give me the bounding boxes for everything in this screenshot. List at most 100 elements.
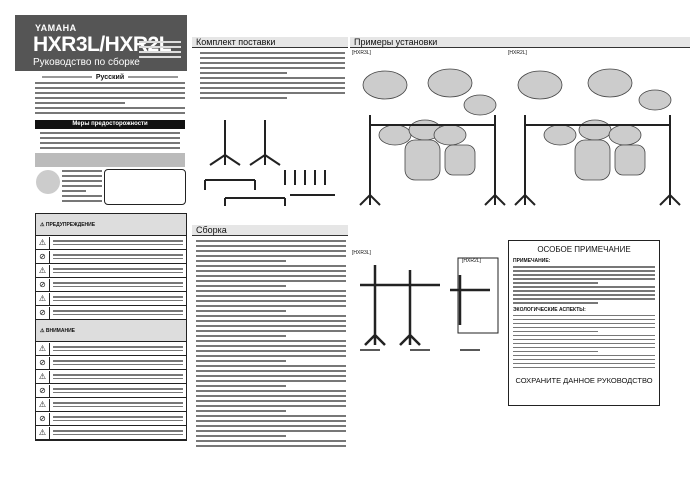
precautions-heading: Меры предосторожности xyxy=(35,120,185,129)
text-line xyxy=(196,335,286,337)
text-line xyxy=(196,245,346,247)
text-line xyxy=(513,318,655,320)
text-line xyxy=(196,360,286,362)
text-line xyxy=(35,92,185,94)
warning-icon: ⚠ xyxy=(36,398,50,411)
text-line xyxy=(35,82,185,84)
warning-row: ⚠ xyxy=(36,370,186,384)
warning-row: ⚠ xyxy=(36,342,186,356)
text-line xyxy=(196,410,286,412)
text-line xyxy=(196,375,346,377)
assembly-label-hxr2l: [HXR2L] xyxy=(462,258,481,264)
eco-subheading: ЭКОЛОГИЧЕСКИЕ АСПЕКТЫ: xyxy=(513,306,586,313)
publisher-info xyxy=(139,41,181,61)
text-line xyxy=(200,87,345,89)
text-line xyxy=(513,274,655,276)
examples-heading: Примеры установки xyxy=(350,37,690,48)
text-line xyxy=(513,362,655,364)
text-line xyxy=(513,270,655,272)
text-line xyxy=(200,62,345,64)
text-line xyxy=(35,112,185,114)
text-line xyxy=(200,72,287,74)
text-line xyxy=(513,294,655,296)
text-line xyxy=(196,265,346,267)
warning-icon: ⊘ xyxy=(36,356,50,369)
warning-level-header: ⚠ ВНИМАНИЕ xyxy=(36,320,186,342)
text-line xyxy=(196,350,346,352)
warning-icon: ⊘ xyxy=(36,250,50,263)
text-line xyxy=(196,345,346,347)
warning-icon: ⊘ xyxy=(36,278,50,291)
warning-row: ⊘ xyxy=(36,412,186,426)
warning-icon: ⚠ xyxy=(36,264,50,277)
warning-icon: ⚠ xyxy=(36,292,50,305)
precautions-note-box xyxy=(35,153,185,167)
warning-row: ⊘ xyxy=(36,250,186,264)
text-line xyxy=(196,355,346,357)
text-line xyxy=(513,314,655,316)
warning-level-label: ⚠ ПРЕДУПРЕЖДЕНИЕ xyxy=(40,221,96,228)
text-line xyxy=(513,342,655,344)
text-line xyxy=(196,380,346,382)
package-heading: Комплект поставки xyxy=(192,37,348,48)
text-line xyxy=(62,190,86,192)
text-line xyxy=(196,330,346,332)
symbol-legend-box xyxy=(104,169,186,205)
warning-row: ⊘ xyxy=(36,306,186,320)
warning-icon: ⚠ xyxy=(36,426,50,439)
text-line xyxy=(513,266,655,268)
parts-illustration xyxy=(204,120,335,206)
assembly-heading: Сборка xyxy=(192,225,348,236)
text-line xyxy=(513,346,655,348)
document-subtitle: Руководство по сборке xyxy=(33,57,140,68)
intro-text xyxy=(35,82,185,117)
text-line xyxy=(196,310,286,312)
assembly-text xyxy=(196,240,346,450)
text-line xyxy=(196,255,346,257)
example-label-hxr3l: [HXR3L] xyxy=(352,50,371,56)
model-title: HXR3L/HXR2L xyxy=(33,33,172,56)
badge-icon xyxy=(36,170,60,194)
text-line xyxy=(35,107,185,109)
text-line xyxy=(200,82,345,84)
warning-level-label: ⚠ ВНИМАНИЕ xyxy=(40,327,76,334)
warning-icon: ⊘ xyxy=(36,412,50,425)
warning-icon: ⚠ xyxy=(36,236,50,249)
text-line xyxy=(196,320,346,322)
text-line xyxy=(196,290,346,292)
text-line xyxy=(513,330,599,332)
text-line xyxy=(196,405,346,407)
text-line xyxy=(200,97,287,99)
text-line xyxy=(40,147,180,149)
precautions-text xyxy=(40,132,180,152)
warning-table: ⚠ ПРЕДУПРЕЖДЕНИЕ⚠⊘⚠⊘⚠⊘⚠ ВНИМАНИЕ⚠⊘⚠⊘⚠⊘⚠ xyxy=(35,213,187,441)
text-line xyxy=(196,260,286,262)
text-line xyxy=(513,366,655,368)
text-line xyxy=(513,354,655,356)
package-text xyxy=(200,52,345,102)
text-line xyxy=(513,334,655,336)
drum-kit-illustrations xyxy=(359,68,681,206)
text-line xyxy=(513,302,599,304)
text-line xyxy=(196,395,346,397)
warning-row: ⚠ xyxy=(36,236,186,250)
text-line xyxy=(196,295,346,297)
text-line xyxy=(196,430,346,432)
text-line xyxy=(35,87,185,89)
text-line xyxy=(62,175,102,177)
text-line xyxy=(196,275,346,277)
text-line xyxy=(62,185,102,187)
text-line xyxy=(196,390,346,392)
assembly-label-hxr3l: [HXR3L] xyxy=(352,250,371,256)
warning-row: ⚠ xyxy=(36,264,186,278)
warning-row: ⊘ xyxy=(36,278,186,292)
text-line xyxy=(513,338,655,340)
warning-level-header: ⚠ ПРЕДУПРЕЖДЕНИЕ xyxy=(36,214,186,236)
text-line xyxy=(196,370,346,372)
warning-row: ⊘ xyxy=(36,384,186,398)
text-line xyxy=(196,270,346,272)
text-line xyxy=(196,385,286,387)
warning-row: ⚠ xyxy=(36,398,186,412)
text-line xyxy=(196,425,346,427)
notice-title: ОСОБОЕ ПРИМЕЧАНИЕ xyxy=(537,245,631,254)
